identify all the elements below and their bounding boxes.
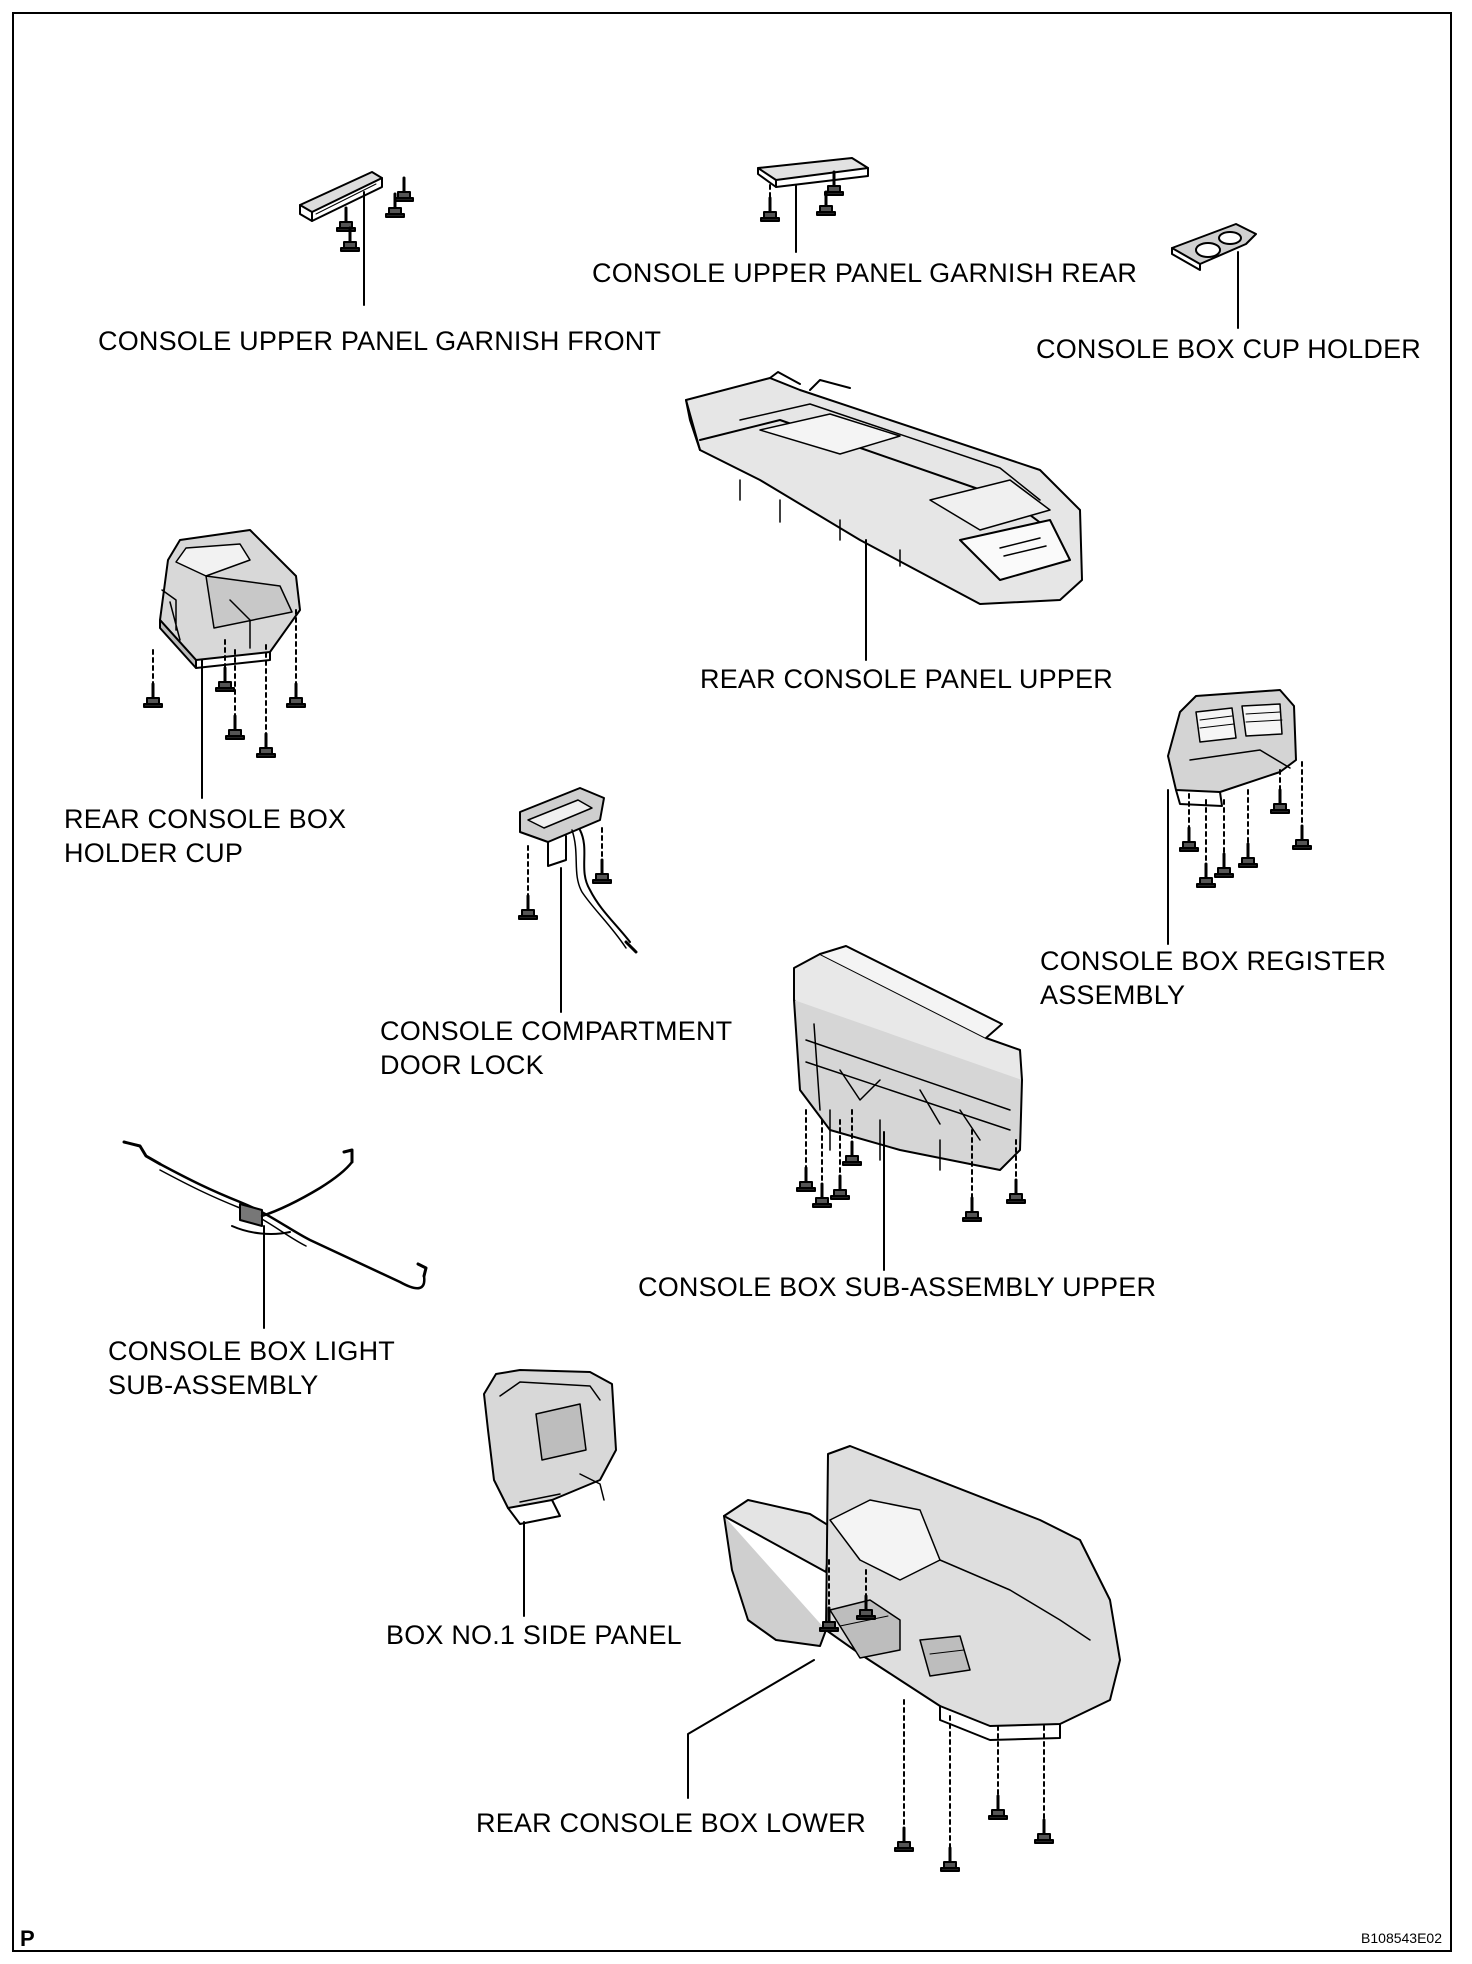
label-light: CONSOLE BOX LIGHT SUB-ASSEMBLY <box>108 1336 395 1400</box>
holder-cup-part <box>142 529 307 799</box>
garnish-rear-part <box>757 157 869 253</box>
label-holder-cup: REAR CONSOLE BOX HOLDER CUP <box>64 804 347 868</box>
sub-assembly-upper-part <box>793 945 1027 1271</box>
cup-holder-part <box>1171 223 1257 329</box>
box-lower-part <box>687 1445 1121 1873</box>
box-lower-leader <box>687 1659 815 1799</box>
label-box-lower: REAR CONSOLE BOX LOWER <box>476 1808 866 1838</box>
side-panel-part <box>483 1369 617 1617</box>
label-cup-holder: CONSOLE BOX CUP HOLDER <box>1036 334 1421 364</box>
label-panel-upper: REAR CONSOLE PANEL UPPER <box>700 664 1113 694</box>
label-door-lock: CONSOLE COMPARTMENT DOOR LOCK <box>380 1016 733 1080</box>
label-garnish-rear: CONSOLE UPPER PANEL GARNISH REAR <box>592 258 1138 288</box>
label-register: CONSOLE BOX REGISTER ASSEMBLY <box>1040 946 1387 1010</box>
corner-mark: P <box>20 1926 35 1951</box>
garnish-front-part <box>299 171 415 306</box>
label-garnish-front: CONSOLE UPPER PANEL GARNISH FRONT <box>98 326 662 356</box>
diagram-frame <box>12 12 1452 1952</box>
light-part <box>122 1140 428 1329</box>
panel-upper-part <box>685 371 1083 661</box>
door-lock-part <box>517 787 638 1013</box>
register-part <box>1167 689 1313 945</box>
label-sub-assembly-upper: CONSOLE BOX SUB-ASSEMBLY UPPER <box>638 1272 1157 1302</box>
label-side-panel: BOX NO.1 SIDE PANEL <box>386 1620 682 1650</box>
figure-code: B108543E02 <box>1361 1930 1442 1946</box>
